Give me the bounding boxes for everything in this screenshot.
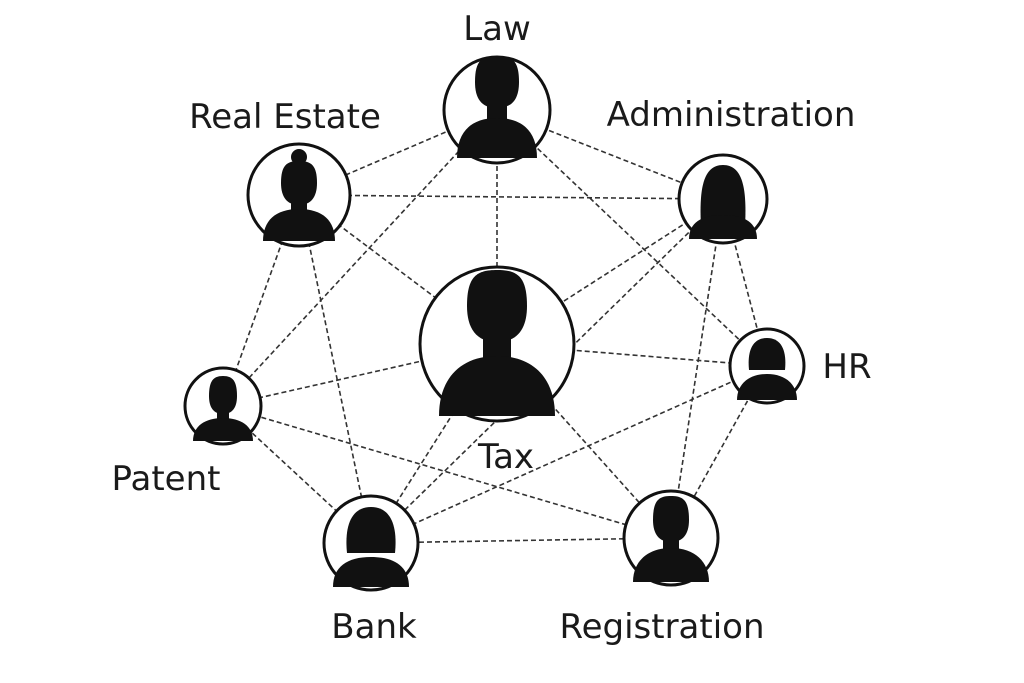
node-patent: Patent bbox=[112, 366, 263, 499]
node-real-estate: Real Estate bbox=[189, 97, 381, 248]
node-administration: Administration bbox=[607, 95, 856, 245]
edge-real-estate-administration bbox=[298, 194, 724, 200]
edge-law-patent bbox=[222, 109, 498, 407]
woman-bob-silhouette-icon bbox=[737, 338, 797, 400]
man-silhouette-icon bbox=[633, 496, 709, 582]
woman-bun-silhouette-icon bbox=[263, 149, 335, 241]
edge-tax-patent bbox=[222, 343, 498, 407]
man-silhouette-icon bbox=[193, 376, 253, 441]
edge-tax-hr bbox=[496, 343, 768, 367]
man-silhouette-icon bbox=[457, 56, 537, 158]
node-registration: Registration bbox=[559, 489, 765, 647]
edge-bank-registration bbox=[370, 537, 672, 544]
edge-law-hr bbox=[496, 109, 768, 367]
edge-administration-registration bbox=[670, 198, 724, 539]
edge-patent-registration bbox=[222, 405, 672, 539]
man-silhouette-icon bbox=[439, 270, 555, 416]
node-bank: Bank bbox=[322, 494, 420, 647]
edge-real-estate-bank bbox=[298, 194, 372, 544]
node-label-hr: HR bbox=[822, 347, 871, 387]
node-label-real-estate: Real Estate bbox=[189, 97, 381, 137]
node-label-registration: Registration bbox=[559, 607, 764, 647]
node-label-tax: Tax bbox=[477, 437, 534, 477]
woman-bob-silhouette-icon bbox=[333, 507, 409, 587]
node-label-administration: Administration bbox=[607, 95, 856, 135]
node-tax: Tax bbox=[418, 265, 576, 477]
node-label-bank: Bank bbox=[331, 607, 417, 647]
node-law: Law bbox=[442, 9, 552, 165]
node-label-patent: Patent bbox=[112, 459, 221, 499]
edge-hr-bank bbox=[370, 365, 768, 544]
node-label-law: Law bbox=[463, 9, 531, 49]
woman-long-hair-silhouette-icon bbox=[689, 165, 757, 239]
node-hr: HR bbox=[728, 327, 872, 405]
edge-administration-bank bbox=[370, 198, 724, 544]
